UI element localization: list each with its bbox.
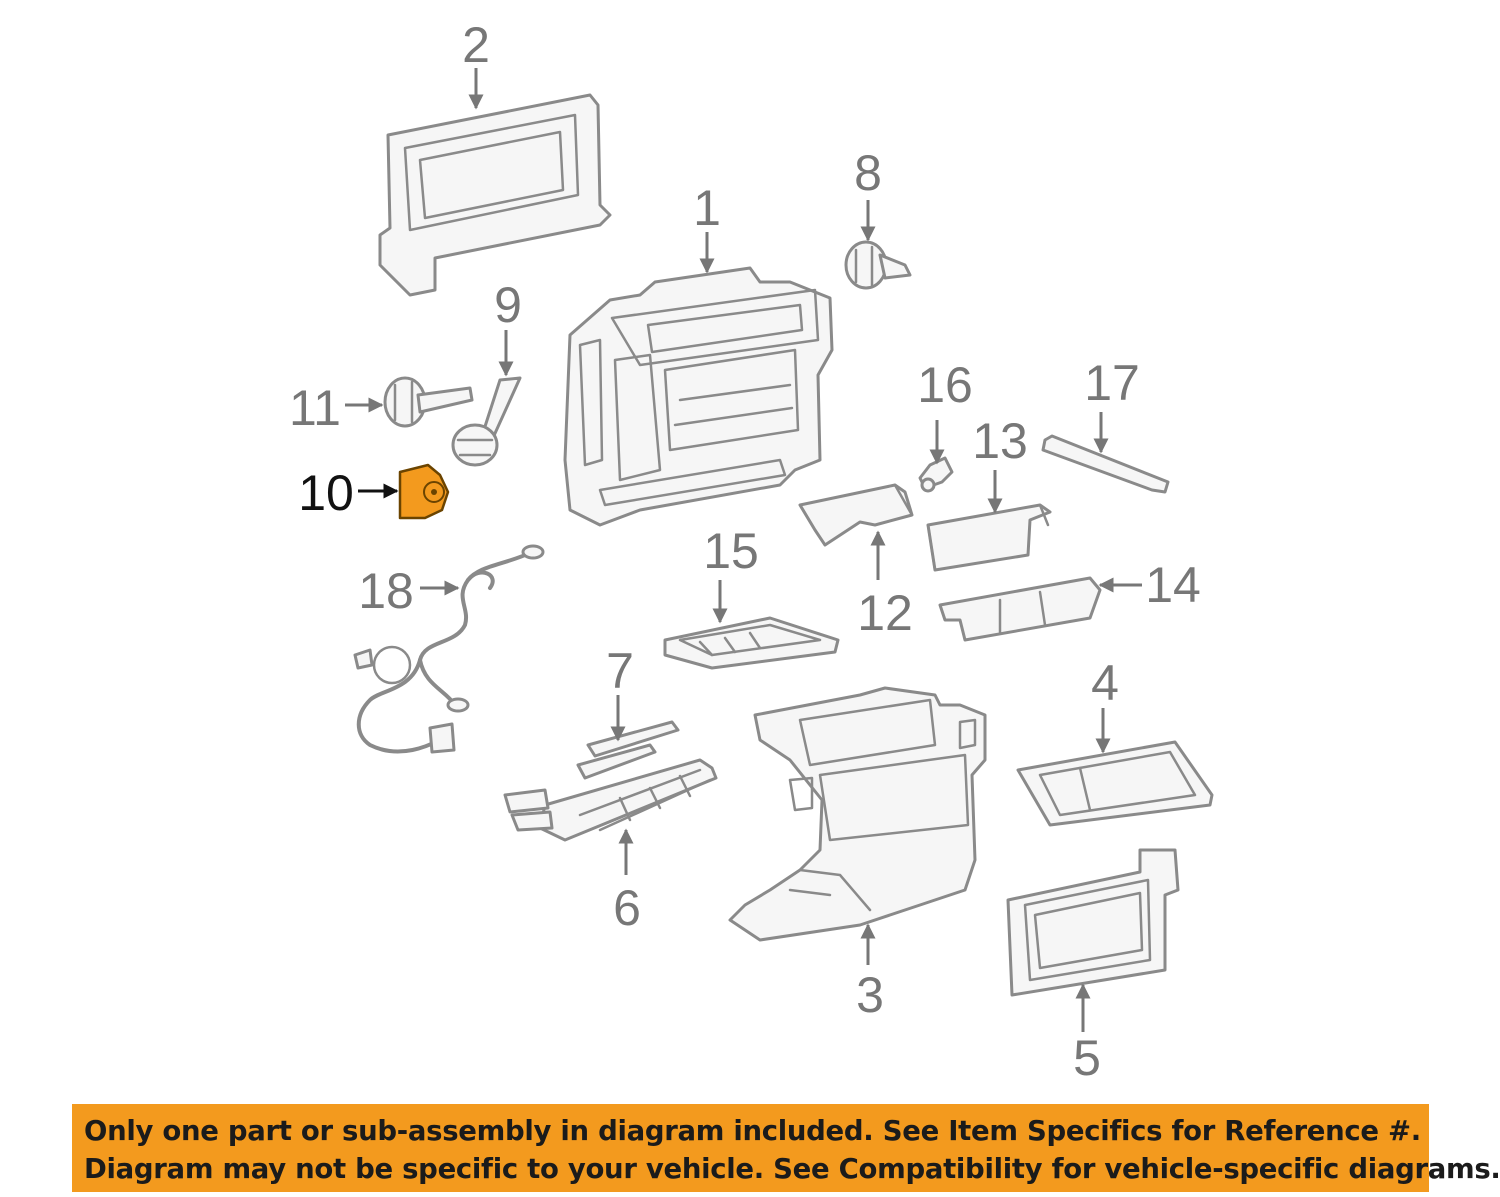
part-10-highlighted — [398, 463, 450, 520]
callout-3: 3 — [856, 967, 884, 1023]
callout-8: 8 — [854, 145, 882, 201]
callout-12: 12 — [857, 585, 913, 641]
notice-line-2: Diagram may not be specific to your vehi… — [84, 1153, 1500, 1185]
callout-11: 11 — [289, 380, 341, 436]
part-11-actuator — [383, 376, 474, 428]
notice-line-1: Only one part or sub-assembly in diagram… — [84, 1115, 1421, 1147]
callout-5: 5 — [1073, 1030, 1101, 1086]
part-17-rod — [1041, 434, 1170, 494]
callout-16: 16 — [917, 357, 973, 413]
part-6-heater-core — [503, 758, 718, 842]
part-2-frame — [378, 93, 612, 297]
callout-18: 18 — [358, 563, 414, 619]
callout-2: 2 — [462, 17, 490, 73]
callout-7: 7 — [606, 643, 634, 699]
part-16-clip — [918, 456, 954, 493]
part-15-door — [663, 616, 840, 670]
callout-15: 15 — [703, 523, 759, 579]
parts-diagram: 1 2 3 4 5 6 7 8 9 10 11 12 13 14 15 16 1… — [289, 17, 1214, 1086]
callout-6: 6 — [613, 880, 641, 936]
part-13-door — [926, 503, 1052, 572]
part-1-case — [563, 266, 834, 527]
callout-labels: 1 2 3 4 5 6 7 8 9 10 11 12 13 14 15 16 1… — [289, 17, 1201, 1086]
callout-9: 9 — [494, 277, 522, 333]
part-8-actuator — [844, 240, 912, 290]
callout-13: 13 — [972, 413, 1028, 469]
part-3-lower-case — [728, 686, 987, 942]
part-14-door — [938, 576, 1102, 642]
part-18-harness — [353, 544, 545, 754]
callout-14: 14 — [1145, 557, 1201, 613]
callout-1: 1 — [693, 180, 721, 236]
part-7-seal — [576, 720, 680, 780]
part-12-door — [798, 483, 914, 547]
part-9-lever — [451, 376, 522, 467]
callout-10: 10 — [298, 465, 354, 521]
leader-lines — [345, 68, 1142, 1032]
part-5-frame — [1006, 848, 1180, 997]
part-4-duct — [1016, 740, 1214, 827]
notice-banner: Only one part or sub-assembly in diagram… — [72, 1104, 1500, 1192]
callout-17: 17 — [1084, 355, 1140, 411]
callout-4: 4 — [1091, 655, 1119, 711]
